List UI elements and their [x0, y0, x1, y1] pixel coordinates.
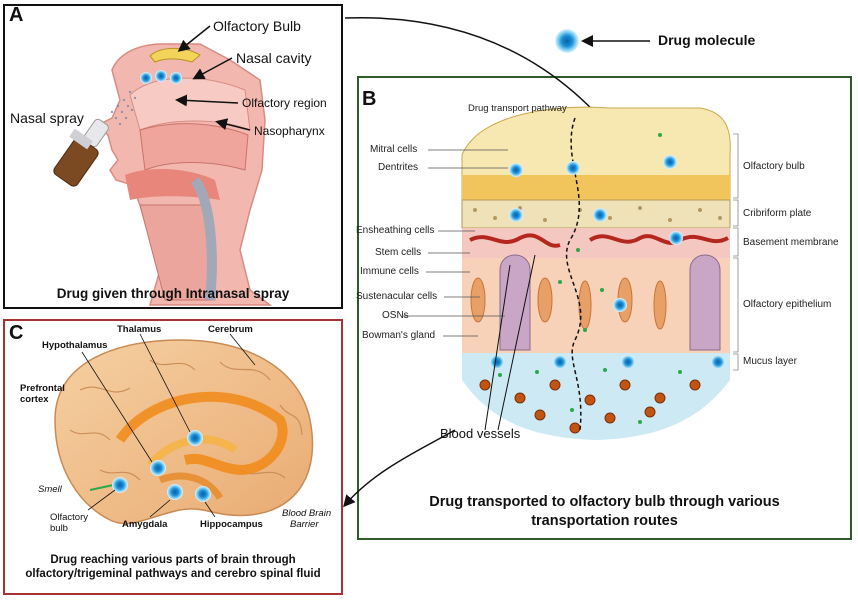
nasal-spray-bottle — [53, 118, 109, 187]
panel-b-molecules — [490, 155, 725, 369]
panel-c-caption-line1: Drug reaching various parts of brain thr… — [50, 554, 296, 566]
label-cortex: cortex — [20, 394, 49, 405]
panel-b-caption-line2: transportation routes — [531, 513, 678, 529]
connector-arrow-b-c — [343, 429, 456, 508]
label-stem-cells: Stem cells — [375, 247, 422, 258]
panel-c-caption-line2: olfactory/trigeminal pathways and cerebr… — [25, 568, 321, 580]
label-mucus-layer: Mucus layer — [743, 356, 797, 367]
label-olfactory-bulb: Olfactory Bulb — [213, 18, 301, 34]
label-blood-vessels: Blood vessels — [440, 426, 521, 441]
panel-b-olfactory-transport — [357, 76, 852, 540]
label-barrier: Barrier — [290, 519, 319, 530]
panel-a-caption: Drug given through Intranasal spray — [5, 286, 341, 301]
label-dentrites: Dentrites — [378, 162, 419, 173]
label-smell: Smell — [38, 484, 62, 495]
panel-c-leaders — [81, 333, 256, 518]
nasal-molecules — [140, 70, 182, 84]
blood-vessels-leaders — [484, 254, 536, 431]
label-nasopharynx: Nasopharynx — [254, 124, 325, 138]
label-drug-transport-pathway: Drug transport pathway — [468, 103, 567, 114]
label-sustenacular-cells: Sustenacular cells — [356, 291, 438, 302]
label-olfactory: Olfactory — [50, 512, 89, 523]
panel-c-letter: C — [9, 322, 24, 344]
panel-b-caption-line1: Drug transported to olfactory bulb throu… — [429, 494, 780, 510]
panel-a-intranasal — [3, 4, 343, 309]
label-hippocampus: Hippocampus — [200, 519, 263, 530]
label-amygdala: Amygdala — [122, 519, 168, 530]
label-bowmans-gland: Bowman's gland — [362, 330, 436, 341]
legend-drug-molecule: Drug molecule — [658, 32, 756, 48]
panel-c-molecules — [112, 430, 211, 502]
label-olfactory-region: Olfactory region — [242, 96, 327, 110]
label-nasal-spray: Nasal spray — [10, 110, 84, 126]
label-immune-cells: Immune cells — [360, 266, 419, 277]
olfactory-layers-illustration — [461, 106, 731, 440]
panel-c-caption: Drug reaching various parts of brain thr… — [5, 553, 341, 581]
label-hypothalamus: Hypothalamus — [42, 340, 108, 351]
label-olfactory-epithelium: Olfactory epithelium — [743, 299, 832, 310]
label-cribriform-plate: Cribriform plate — [743, 208, 812, 219]
panel-b-letter: B — [362, 88, 377, 110]
panel-b-left-leaders — [403, 149, 508, 337]
panel-b-right-brackets — [733, 133, 739, 371]
panel-a-letter: A — [9, 4, 24, 26]
panel-a-leader-lines — [175, 25, 251, 131]
label-osns: OSNs — [382, 310, 409, 321]
label-olfactory-bulb-layer: Olfactory bulb — [743, 161, 805, 172]
panel-c-brain — [3, 319, 343, 595]
label-basement-membrane: Basement membrane — [743, 237, 839, 248]
head-profile-illustration — [96, 43, 273, 306]
label-cerebrum: Cerebrum — [208, 324, 253, 335]
label-thalamus: Thalamus — [117, 324, 162, 335]
label-ensheathing-cells: Ensheathing cells — [356, 225, 435, 236]
label-mitral-cells: Mitral cells — [370, 144, 418, 155]
label-prefrontal: Prefrontal — [20, 383, 65, 394]
panel-a-caption-emph: Intranasal spray — [185, 286, 290, 301]
panel-b-caption: Drug transported to olfactory bulb throu… — [359, 493, 850, 531]
brain-illustration — [54, 339, 314, 525]
label-blood-brain: Blood Brain — [282, 508, 332, 519]
label-bulb: bulb — [50, 523, 68, 534]
panel-a-caption-prefix: Drug given through — [56, 286, 186, 301]
drug-molecule-icon — [555, 29, 579, 53]
label-nasal-cavity: Nasal cavity — [236, 50, 312, 66]
